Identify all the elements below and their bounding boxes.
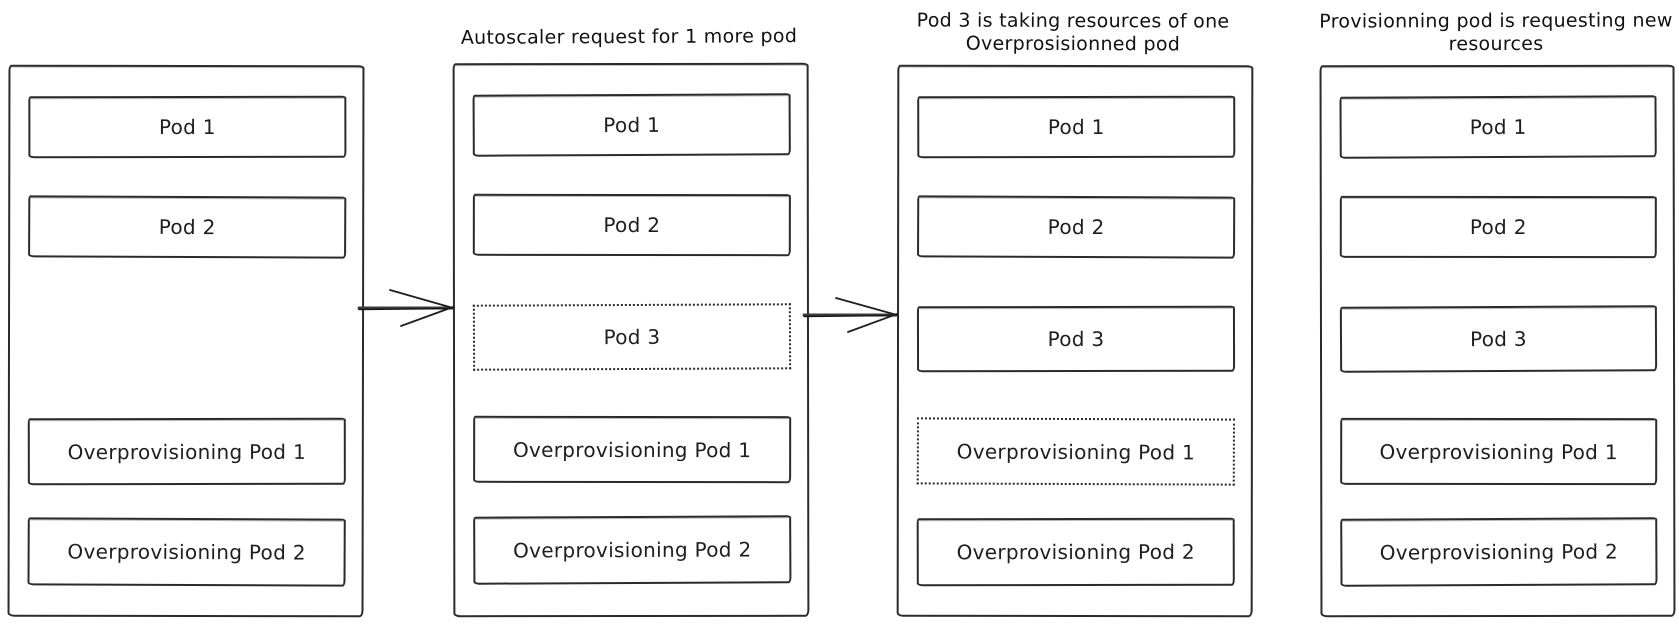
title-line: Overprosisionned pod: [965, 32, 1181, 56]
overprovisioning-pod2-box: Overprovisioning Pod 2: [1340, 517, 1658, 587]
overprovisioning-pod1-box: Overprovisioning Pod 1: [1340, 417, 1658, 486]
panel-title-autoscaler-request: Autoscaler request for 1 more pod: [409, 25, 849, 50]
overprovisioning-pod1-box-pending: Overprovisioning Pod 1: [916, 417, 1235, 486]
overprovisioning-pod2-box: Overprovisioning Pod 2: [916, 517, 1235, 587]
pod-label: Pod 1: [1047, 114, 1105, 140]
pod-label: Overprovisioning Pod 2: [513, 537, 752, 563]
pod-label: Overprovisioning Pod 1: [512, 437, 752, 462]
pod-label: Pod 3: [1047, 326, 1105, 352]
pod-label: Overprovisioning Pod 2: [1379, 539, 1619, 565]
pod1-box: Pod 1: [917, 95, 1236, 159]
pod-label: Overprovisioning Pod 1: [67, 439, 306, 464]
title-line: resources: [1448, 32, 1544, 56]
pod2-box: Pod 2: [1339, 195, 1657, 259]
pod-label: Pod 2: [158, 214, 216, 240]
pod2-box: Pod 2: [472, 193, 791, 257]
pod-label: Pod 2: [1047, 214, 1105, 240]
title-line: Provisionning pod is requesting new: [1319, 9, 1673, 33]
pod3-box-pending: Pod 3: [472, 303, 792, 371]
overprovisioning-pod1-box: Overprovisioning Pod 1: [473, 415, 792, 484]
arrow-panel1-to-panel2-icon: [357, 289, 454, 327]
overprovisioning-pod2-box: Overprovisioning Pod 2: [473, 515, 792, 585]
pod3-box: Pod 3: [1339, 305, 1658, 373]
pod-label: Pod 1: [1469, 114, 1527, 140]
overprovisioning-pod1-box: Overprovisioning Pod 1: [27, 417, 346, 486]
pod2-box: Pod 2: [917, 195, 1236, 259]
pod-label: Pod 3: [1470, 326, 1527, 352]
panel-title-pod3-taking-resources: Pod 3 is taking resources of one Overpro…: [853, 9, 1293, 57]
pod-label: Overprovisioning Pod 2: [956, 539, 1195, 565]
pod-label: Pod 1: [158, 114, 216, 140]
arrow-panel2-to-panel3-icon: [802, 297, 898, 333]
pod1-box: Pod 1: [28, 95, 347, 159]
pod-label: Overprovisioning Pod 1: [956, 439, 1196, 464]
pod1-box: Pod 1: [1339, 95, 1657, 159]
pod-label: Pod 3: [603, 324, 661, 350]
pod1-box: Pod 1: [472, 93, 791, 157]
panel-provisioning-requesting: Pod 1 Pod 2 Pod 3 Overprovisioning Pod 1…: [1319, 64, 1676, 618]
panel-initial-state: Pod 1 Pod 2 Overprovisioning Pod 1 Overp…: [7, 64, 365, 618]
pod-label: Pod 1: [603, 112, 661, 138]
panel-pod3-taking-resources: Pod 1 Pod 2 Pod 3 Overprovisioning Pod 1…: [896, 64, 1254, 618]
pod-label: Overprovisioning Pod 2: [67, 539, 306, 565]
pod-label: Pod 2: [603, 212, 661, 238]
pod2-box: Pod 2: [28, 195, 347, 259]
pod-label: Overprovisioning Pod 1: [1379, 439, 1618, 464]
title-line: Autoscaler request for 1 more pod: [460, 25, 798, 49]
panel-autoscaler-request: Pod 1 Pod 2 Pod 3 Overprovisioning Pod 1…: [452, 62, 810, 618]
pod3-box: Pod 3: [916, 305, 1236, 373]
pod-label: Pod 2: [1469, 214, 1527, 240]
overprovisioning-pod2-box: Overprovisioning Pod 2: [27, 517, 346, 587]
panel-title-provisioning-requesting: Provisionning pod is requesting new reso…: [1276, 9, 1679, 57]
title-line: Pod 3 is taking resources of one: [916, 9, 1230, 33]
